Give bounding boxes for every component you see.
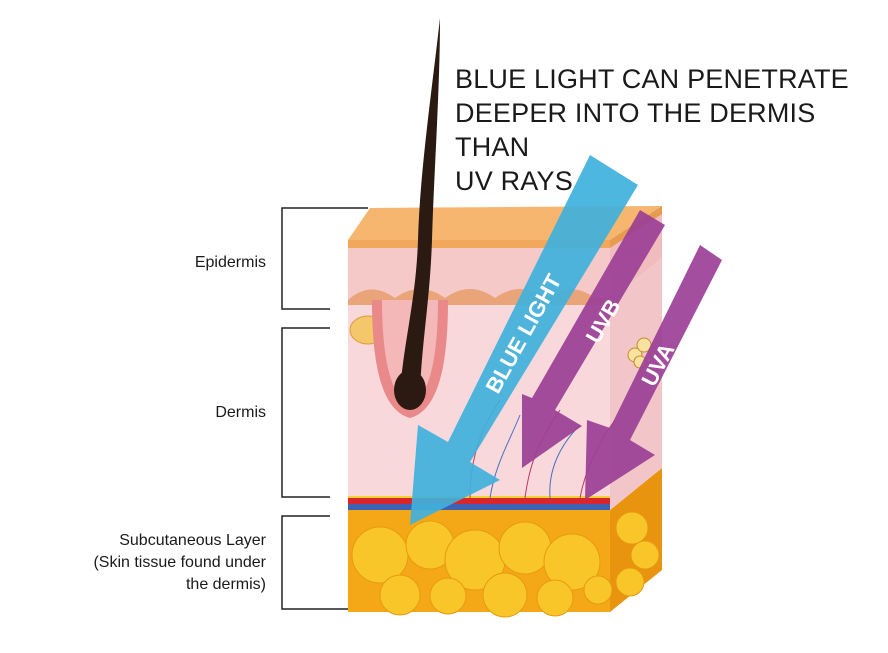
dermis-bracket xyxy=(281,327,330,498)
subcutaneous-label-line-3: the dermis) xyxy=(185,576,266,593)
uvb-arrow xyxy=(522,210,665,468)
subcutaneous-bracket xyxy=(281,515,352,610)
headline-line-3: UV RAYS xyxy=(455,166,573,196)
subcutaneous-layer xyxy=(348,468,662,618)
epidermis-label: Epidermis xyxy=(194,254,266,271)
subcutaneous-label-line-1: Subcutaneous Layer xyxy=(119,532,266,549)
headline: BLUE LIGHT CAN PENETRATE DEEPER INTO THE… xyxy=(455,62,875,198)
blue-light-arrow xyxy=(410,155,638,525)
subcutaneous-label-line-2: (Skin tissue found under xyxy=(93,554,266,571)
layer-brackets xyxy=(281,207,368,610)
epidermis-bracket xyxy=(281,207,368,310)
uva-arrow xyxy=(585,245,722,500)
headline-line-2: DEEPER INTO THE DERMIS THAN xyxy=(455,98,816,162)
hair-shaft xyxy=(400,18,440,392)
headline-line-1: BLUE LIGHT CAN PENETRATE xyxy=(455,64,849,94)
dermis-label: Dermis xyxy=(215,404,266,421)
subcutaneous-label: Subcutaneous Layer (Skin tissue found un… xyxy=(20,530,266,596)
